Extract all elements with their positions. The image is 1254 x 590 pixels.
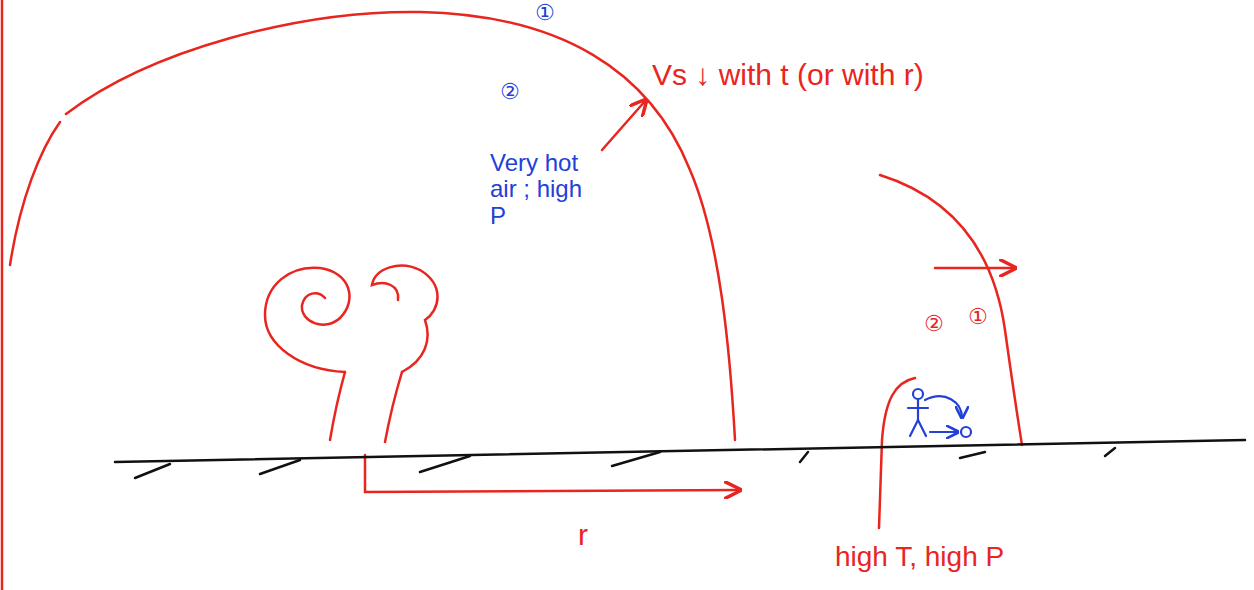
callout-number: ②: [500, 80, 520, 104]
region-note: Very hot air ; high P: [490, 150, 594, 229]
shock-front-1: [880, 175, 1022, 445]
ground-hatch: [420, 456, 470, 472]
velocity-arrow: [602, 100, 646, 150]
person-figure: [908, 389, 971, 437]
ground-hatch: [135, 464, 170, 478]
ground-hatch: [260, 460, 300, 474]
mushroom-cloud: [372, 266, 438, 372]
ground-line: [115, 440, 1245, 462]
velocity-arrow: [935, 267, 1015, 270]
mushroom-cloud: [265, 268, 350, 372]
mushroom-stem: [385, 372, 402, 442]
callout-number: ②: [924, 312, 944, 336]
ground-hatch: [1105, 448, 1115, 456]
callout-number: ①: [968, 305, 988, 329]
ground-hatch: [960, 452, 985, 458]
shock-front-2: [879, 378, 915, 528]
velocity-note: Vs ↓ with t (or with r): [652, 58, 924, 91]
callout-number: ①: [535, 1, 555, 25]
page-margin-line: [1, 0, 4, 590]
mushroom-stem: [330, 372, 345, 440]
condition-note: high T, high P: [835, 542, 1004, 573]
radius-arrow: [365, 455, 740, 492]
radius-label: r: [578, 518, 588, 551]
ground-hatch: [800, 452, 808, 462]
ground-hatch: [612, 452, 660, 466]
blast-front: [10, 122, 60, 265]
